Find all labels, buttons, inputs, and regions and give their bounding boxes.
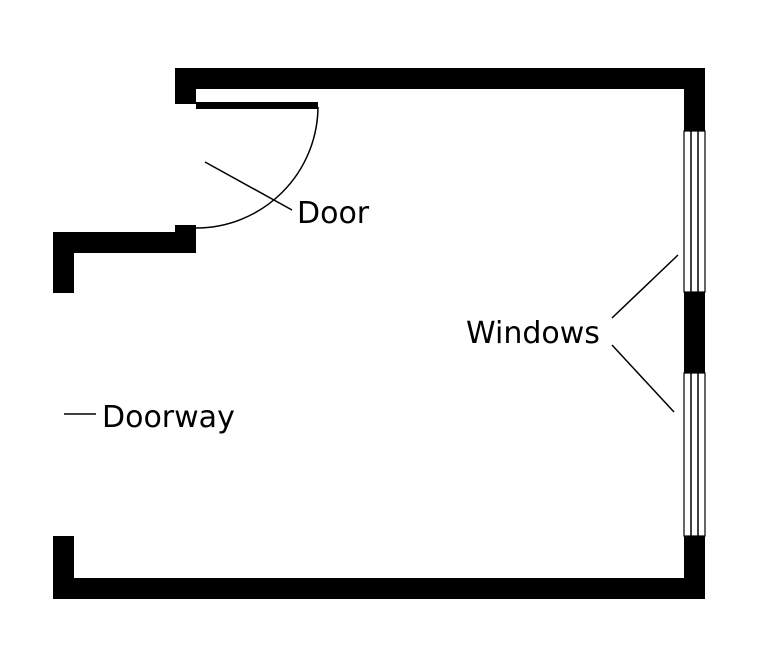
door-swing-arc [195,106,319,229]
bottom-wall [53,578,705,599]
windows-label: Windows [466,316,600,351]
windows-leader-line-upper [611,254,679,319]
left-upper-wall [53,232,196,253]
left-upper-wall-return [53,232,74,293]
door-leaf [196,102,318,109]
doorway-label: Doorway [102,400,235,435]
right-wall-top [684,68,705,131]
door-label: Door [297,196,370,231]
top-wall [175,68,705,89]
door-leader-line [204,161,293,211]
window-upper [683,130,706,293]
windows-leader-line-lower [611,344,675,413]
right-wall-middle [684,292,705,373]
right-wall-bottom [684,536,705,599]
door-jamb-top [175,68,196,104]
window-lower [683,372,706,537]
